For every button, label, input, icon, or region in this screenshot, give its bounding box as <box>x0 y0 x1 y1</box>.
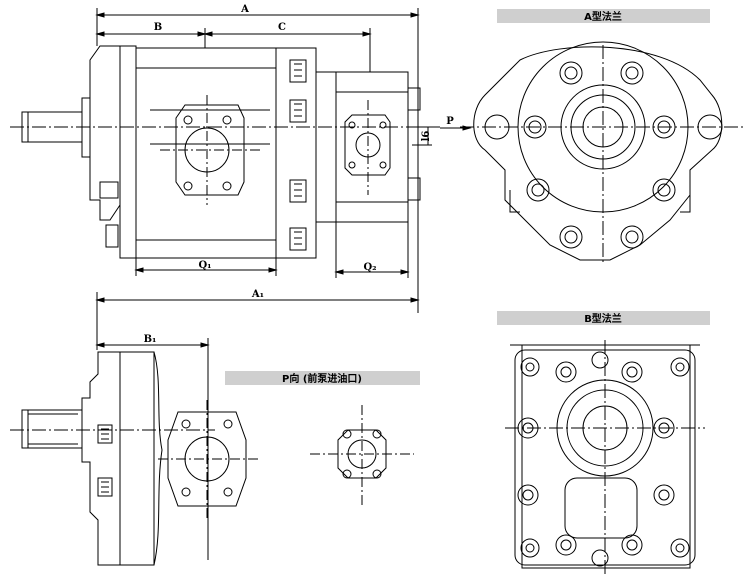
dim-b1-label: B₁ <box>144 334 157 345</box>
p-view-title: P向 (前泵进油口) <box>282 372 362 385</box>
dim-b-label: B <box>154 22 162 33</box>
dim-q2-label: Q₂ <box>363 262 376 273</box>
flange-a-view <box>460 41 745 265</box>
flange-a-header-band <box>497 9 710 23</box>
dim-c-label: C <box>278 22 286 33</box>
dim-q1-label: Q₁ <box>198 260 211 271</box>
p-arrow-label: P <box>446 116 454 127</box>
side-view-bottom <box>10 338 215 566</box>
dim-a1-label: A₁ <box>251 289 264 300</box>
flange-a-title: A型法兰 <box>584 10 622 23</box>
flange-b-header-band <box>497 311 710 325</box>
flange-b-view <box>505 340 705 575</box>
flange-b-title: B型法兰 <box>584 312 622 325</box>
side-view-top <box>10 8 472 350</box>
dim-a-label: A <box>240 4 249 15</box>
p-view-header-band <box>225 371 420 385</box>
p-view-port <box>158 400 414 518</box>
dim-l6-label: l6 <box>421 131 432 142</box>
